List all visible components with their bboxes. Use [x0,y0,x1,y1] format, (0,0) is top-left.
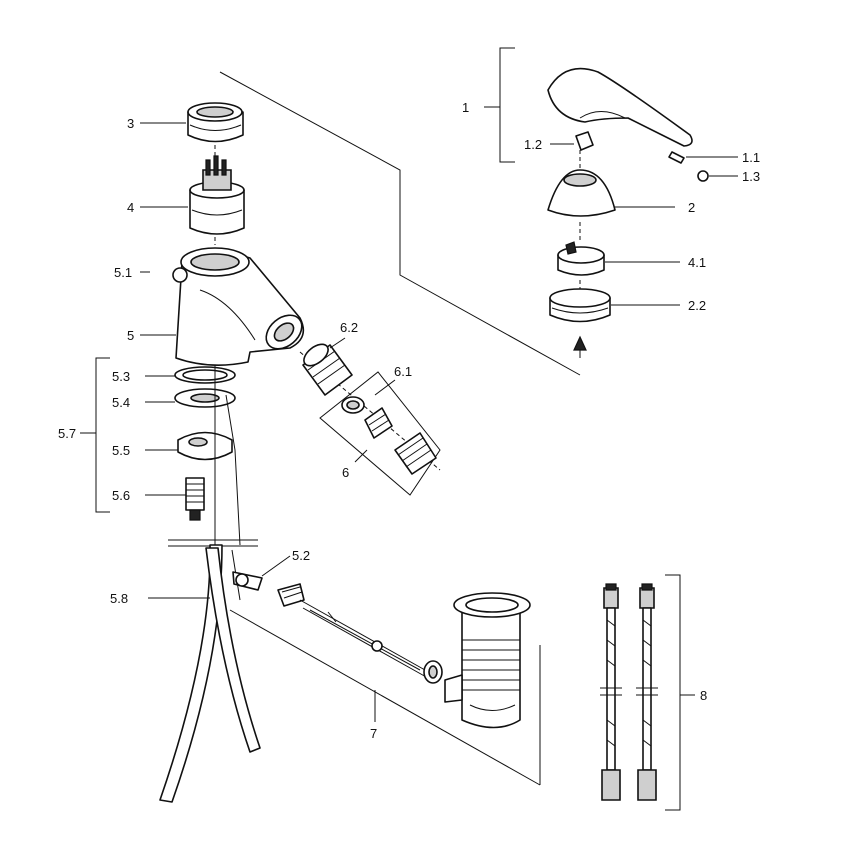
label-part-1-2: 1.2 [524,137,542,152]
label-part-4: 4 [127,200,134,215]
label-part-2: 2 [688,200,695,215]
label-part-6-2: 6.2 [340,320,358,335]
part-5-6-stud [185,477,205,521]
part-6-2-aerator-housing [302,343,353,396]
label-part-7: 7 [370,726,377,741]
label-part-5-8: 5.8 [110,591,128,606]
projection-line-pop-up [229,609,541,786]
part-5-8-supply-hoses [159,544,261,803]
part-2-cover [547,169,616,217]
label-part-5: 5 [127,328,134,343]
part-5-3-o-ring [174,366,236,384]
label-part-8: 8 [700,688,707,703]
part-4-cartridge [189,155,245,235]
label-part-5-7: 5.7 [58,426,76,441]
part-3-ring-nut [187,102,244,143]
part-1-3-cap [697,170,709,182]
part-labels: 3 4 5.1 5 5.3 5.4 5.7 5.5 5.6 5.2 5.8 6.… [58,100,760,741]
label-part-1: 1 [462,100,469,115]
part-8-braided-hoses [600,574,681,811]
label-part-5-5: 5.5 [112,443,130,458]
label-part-5-6: 5.6 [112,488,130,503]
pop-up-rod [309,609,421,671]
mounting-rod [168,365,258,547]
part-5-2-connector [231,549,263,601]
part-6-aerator-sleeve [394,432,437,475]
part-1-handle-lever [547,67,693,147]
label-part-1-3: 1.3 [742,169,760,184]
part-1-2-insert [575,131,594,151]
label-part-5-1: 5.1 [114,265,132,280]
part-2-2-base-ring [549,288,611,323]
part-4-1-adapter-ring [557,241,605,276]
part-1-group-bracket [499,47,515,163]
label-part-5-4: 5.4 [112,395,130,410]
projection-lines [214,71,581,786]
part-1-1-screw [668,151,685,164]
part-5-4-washer [174,388,236,408]
hose-right [636,583,658,801]
part-5-faucet-body [172,247,305,366]
label-part-1-1: 1.1 [742,150,760,165]
projection-line-handle [219,71,581,376]
label-part-5-3: 5.3 [112,369,130,384]
label-part-6: 6 [342,465,349,480]
part-6-1-aerator-insert [341,396,393,439]
label-part-4-1: 4.1 [688,255,706,270]
assembly-arrow [573,335,587,358]
hose-left [600,583,622,801]
label-part-5-2: 5.2 [292,548,310,563]
part-7-pop-up-waste [277,583,531,729]
leader-lines [80,106,738,722]
part-5-5-clamp [177,431,233,461]
label-part-6-1: 6.1 [394,364,412,379]
part-6-group-box [319,371,441,496]
label-part-3: 3 [127,116,134,131]
label-part-2-2: 2.2 [688,298,706,313]
